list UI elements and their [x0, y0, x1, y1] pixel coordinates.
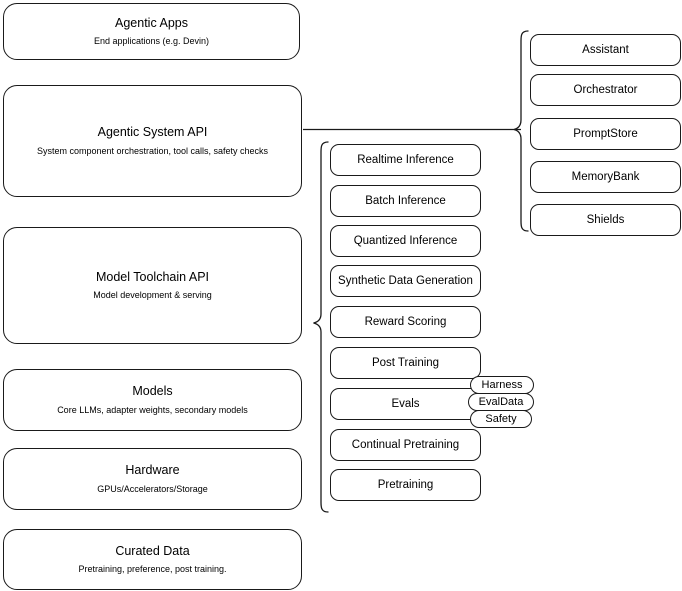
evals-tag-safety[interactable]: Safety	[470, 410, 532, 428]
evals-tag-label: Harness	[481, 378, 523, 391]
stack-layer-agentic-system-api[interactable]: Agentic System API System component orch…	[3, 85, 302, 197]
layer-title: Agentic Apps	[115, 15, 188, 30]
toolchain-item-continual-pretraining[interactable]: Continual Pretraining	[330, 429, 481, 461]
toolchain-item-synthetic-data-generation[interactable]: Synthetic Data Generation	[330, 265, 481, 297]
system-component-label: Shields	[586, 213, 625, 226]
system-component-label: Orchestrator	[573, 83, 638, 96]
stack-layer-model-toolchain-api[interactable]: Model Toolchain API Model development & …	[3, 227, 302, 344]
layer-subtitle: Model development & serving	[93, 290, 212, 301]
toolchain-item-label: Reward Scoring	[364, 315, 447, 328]
system-component-shields[interactable]: Shields	[530, 204, 681, 236]
system-component-label: MemoryBank	[571, 170, 640, 183]
stack-layer-curated-data[interactable]: Curated Data Pretraining, preference, po…	[3, 529, 302, 590]
brace-system-components	[513, 30, 529, 232]
stack-layer-models[interactable]: Models Core LLMs, adapter weights, secon…	[3, 369, 302, 431]
layer-title: Hardware	[125, 463, 180, 478]
toolchain-item-realtime-inference[interactable]: Realtime Inference	[330, 144, 481, 176]
system-component-orchestrator[interactable]: Orchestrator	[530, 74, 681, 106]
toolchain-item-label: Realtime Inference	[357, 153, 454, 166]
layer-title: Model Toolchain API	[95, 269, 210, 284]
layer-subtitle: End applications (e.g. Devin)	[93, 36, 210, 47]
system-component-assistant[interactable]: Assistant	[530, 34, 681, 66]
toolchain-item-label: Quantized Inference	[353, 234, 458, 247]
layer-subtitle: System component orchestration, tool cal…	[36, 145, 269, 156]
brace-toolchain-components	[313, 141, 329, 513]
toolchain-item-evals[interactable]: Evals	[330, 388, 481, 420]
evals-tag-harness[interactable]: Harness	[470, 376, 534, 394]
toolchain-item-post-training[interactable]: Post Training	[330, 347, 481, 379]
toolchain-item-label: Post Training	[371, 356, 440, 369]
layer-title: Agentic System API	[97, 125, 208, 140]
toolchain-item-label: Continual Pretraining	[351, 438, 460, 451]
layer-title: Models	[132, 384, 173, 399]
system-component-label: Assistant	[582, 43, 629, 56]
layer-subtitle: Pretraining, preference, post training.	[78, 564, 227, 575]
layer-subtitle: GPUs/Accelerators/Storage	[97, 483, 208, 494]
system-component-memorybank[interactable]: MemoryBank	[530, 161, 681, 193]
layer-title: Curated Data	[115, 543, 190, 558]
stack-layer-hardware[interactable]: Hardware GPUs/Accelerators/Storage	[3, 448, 302, 510]
stack-layer-agentic-apps[interactable]: Agentic Apps End applications (e.g. Devi…	[3, 3, 300, 60]
toolchain-item-reward-scoring[interactable]: Reward Scoring	[330, 306, 481, 338]
evals-tag-evaldata[interactable]: EvalData	[468, 393, 534, 411]
toolchain-item-batch-inference[interactable]: Batch Inference	[330, 185, 481, 217]
toolchain-item-label: Evals	[391, 397, 420, 410]
toolchain-item-label: Synthetic Data Generation	[338, 274, 473, 287]
evals-tag-label: Safety	[485, 412, 517, 425]
toolchain-item-label: Batch Inference	[365, 194, 446, 207]
toolchain-item-quantized-inference[interactable]: Quantized Inference	[330, 225, 481, 257]
evals-tag-label: EvalData	[478, 395, 524, 408]
toolchain-item-label: Pretraining	[377, 478, 434, 491]
layer-subtitle: Core LLMs, adapter weights, secondary mo…	[57, 404, 248, 415]
system-component-label: PromptStore	[573, 127, 638, 140]
toolchain-item-pretraining[interactable]: Pretraining	[330, 469, 481, 501]
system-component-promptstore[interactable]: PromptStore	[530, 118, 681, 150]
